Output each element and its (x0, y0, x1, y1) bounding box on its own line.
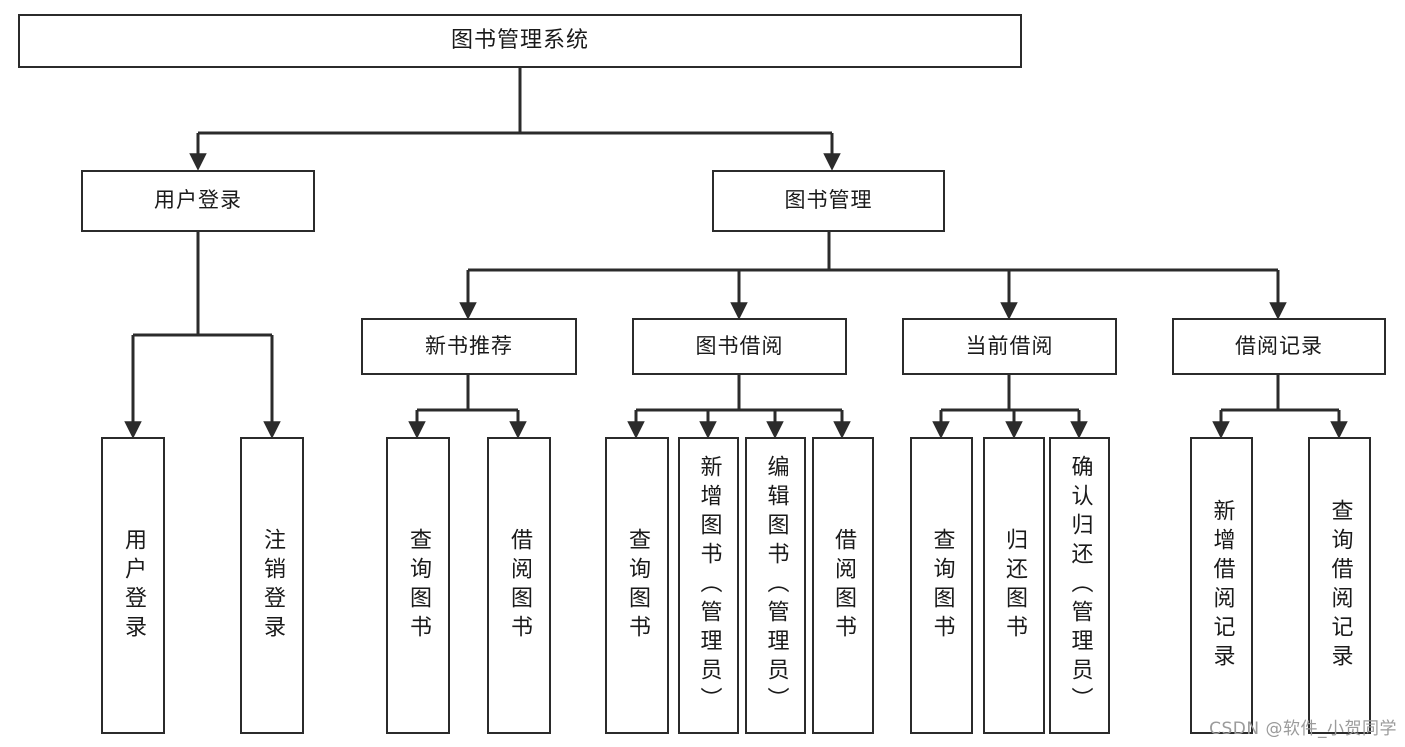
node-label: 查询图书 (406, 527, 431, 644)
node-label: 借阅记录 (1235, 333, 1323, 358)
node-book-borrowing[interactable]: 图书借阅 (632, 318, 847, 375)
node-root-system[interactable]: 图书管理系统 (18, 14, 1022, 68)
node-label: 查询图书 (625, 527, 650, 644)
leaf-user-login[interactable]: 用户登录 (101, 437, 165, 734)
leaf-confirm-return[interactable]: 确认归还（管理员） (1049, 437, 1110, 734)
node-user-login[interactable]: 用户登录 (81, 170, 315, 232)
node-label: 查询借阅记录 (1327, 498, 1353, 673)
leaf-query-record[interactable]: 查询借阅记录 (1308, 437, 1371, 734)
leaf-borrow-book-br[interactable]: 借阅图书 (812, 437, 874, 734)
watermark-text: CSDN @软件_小贺同学 (1209, 719, 1397, 739)
node-label: 当前借阅 (965, 333, 1054, 358)
node-new-book-recommendation[interactable]: 新书推荐 (361, 318, 577, 375)
node-label: 编辑图书（管理员） (763, 455, 789, 716)
node-label: 查询图书 (929, 527, 955, 644)
leaf-borrow-book-rec[interactable]: 借阅图书 (487, 437, 551, 734)
node-label: 新增图书（管理员） (696, 455, 722, 716)
node-label: 注销登录 (260, 527, 285, 644)
node-label: 用户登录 (121, 527, 146, 644)
leaf-logout[interactable]: 注销登录 (240, 437, 304, 734)
leaf-add-record[interactable]: 新增借阅记录 (1190, 437, 1253, 734)
node-book-management[interactable]: 图书管理 (712, 170, 945, 232)
node-label: 新书推荐 (425, 333, 513, 358)
leaf-query-book-rec[interactable]: 查询图书 (386, 437, 450, 734)
node-label: 用户登录 (154, 188, 242, 213)
node-borrow-records[interactable]: 借阅记录 (1172, 318, 1386, 375)
node-label: 借阅图书 (507, 527, 532, 644)
leaf-query-book-cur[interactable]: 查询图书 (910, 437, 973, 734)
leaf-edit-book[interactable]: 编辑图书（管理员） (745, 437, 806, 734)
node-current-borrowing[interactable]: 当前借阅 (902, 318, 1117, 375)
node-label: 确认归还（管理员） (1067, 455, 1093, 716)
leaf-query-book-br[interactable]: 查询图书 (605, 437, 669, 734)
node-label: 借阅图书 (831, 527, 856, 644)
node-label: 新增借阅记录 (1209, 498, 1235, 673)
node-label: 图书管理系统 (450, 27, 589, 53)
node-label: 图书管理 (784, 188, 873, 213)
leaf-add-book[interactable]: 新增图书（管理员） (678, 437, 739, 734)
leaf-return-book[interactable]: 归还图书 (983, 437, 1045, 734)
node-label: 图书借阅 (695, 333, 784, 358)
node-label: 归还图书 (1002, 527, 1027, 644)
